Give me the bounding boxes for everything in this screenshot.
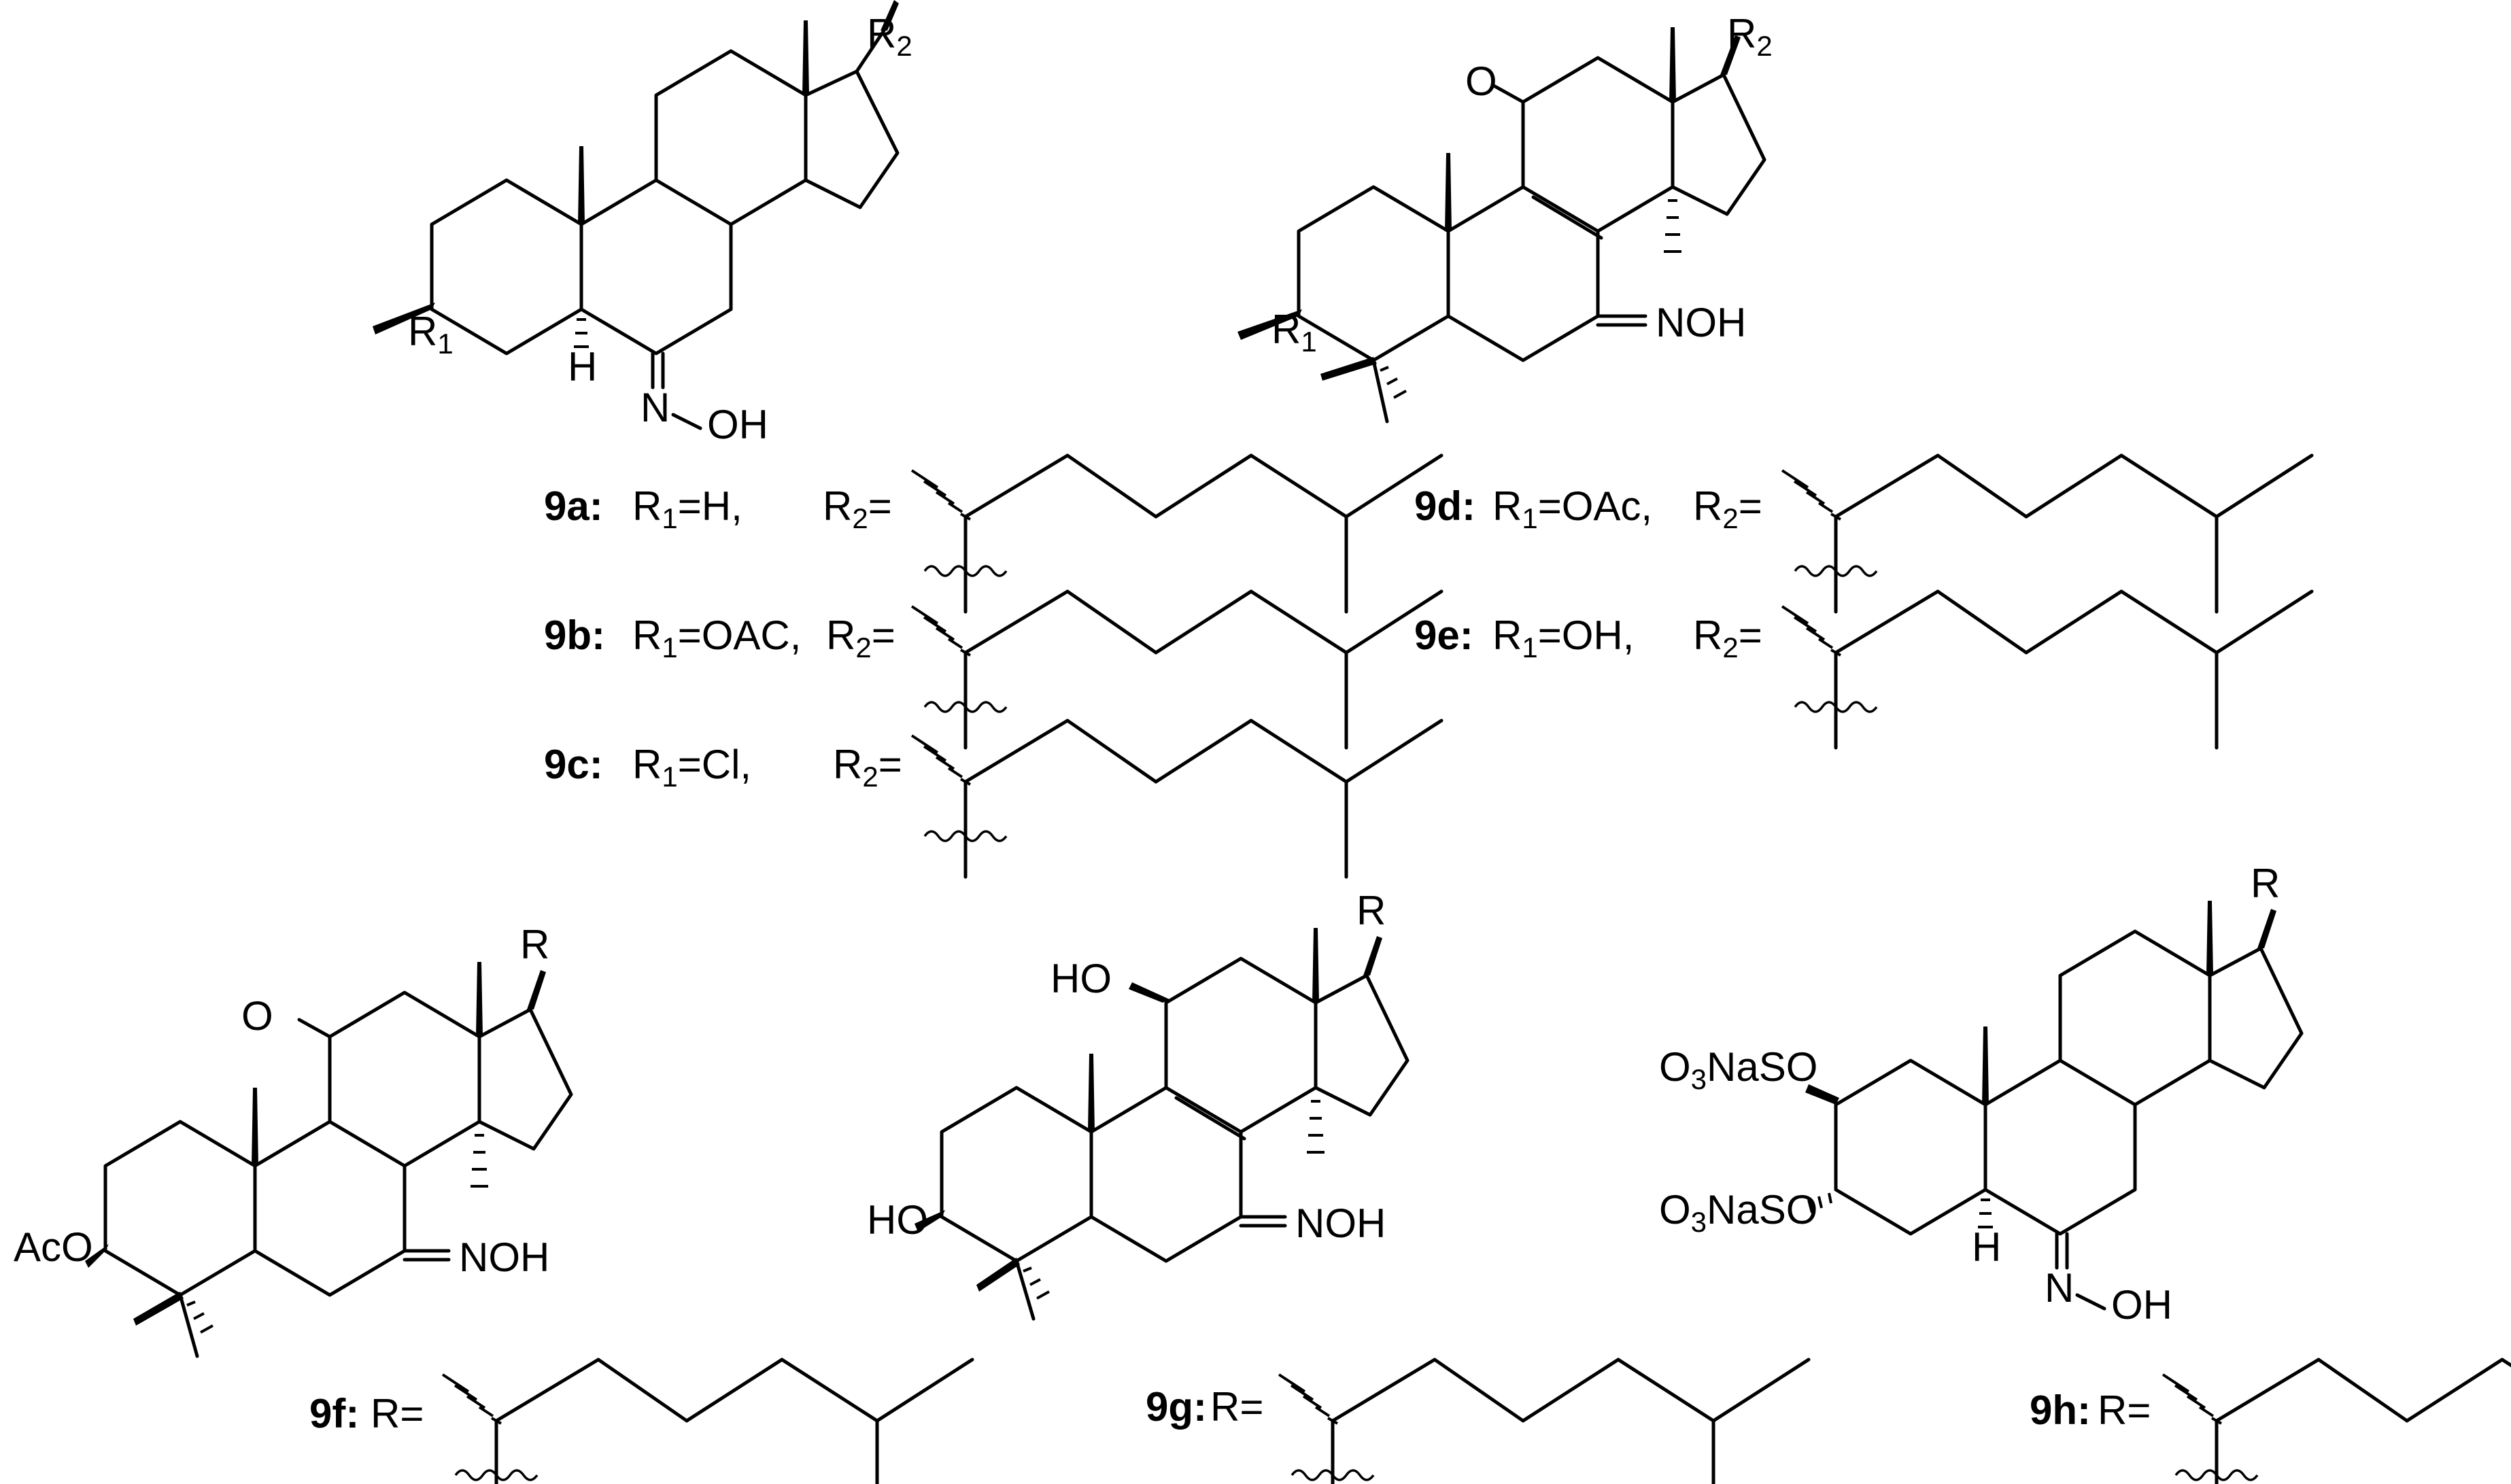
steroid-core-9h: R O3NaSO O3NaSO H N OH [1659, 861, 2304, 1328]
svg-text:R1=OAc,: R1=OAc, [1492, 483, 1652, 534]
steroid-core-9a-c: R2 R1 H N OH [373, 0, 912, 447]
svg-text:9h:: 9h: [2030, 1387, 2091, 1433]
sidechain-9h [2163, 1360, 2511, 1484]
noh-label: NOH [1656, 300, 1746, 345]
sulfate-2-label: O3NaSO [1659, 1044, 1817, 1095]
svg-text:R2=: R2= [1693, 612, 1762, 663]
h-label: H [568, 344, 597, 390]
caption-9d: 9d: R1=OAc, R2= [1414, 483, 1762, 534]
svg-text:R=: R= [1210, 1384, 1263, 1430]
r-label-g: R [1356, 888, 1386, 933]
sidechain-9a [912, 455, 1441, 612]
o-label-f: O [241, 993, 273, 1039]
caption-9f: 9f: R= [309, 1391, 424, 1436]
svg-text:R2=: R2= [1693, 483, 1762, 534]
sulfate-3-label: O3NaSO [1659, 1187, 1817, 1238]
caption-9a: 9a: R1=H, R2= [544, 483, 892, 534]
steroid-core-9d-e: O R2 R1 NOH [1237, 11, 1773, 424]
noh-label-g: NOH [1295, 1201, 1386, 1246]
r-label-f: R [520, 922, 549, 967]
o-label: O [1465, 58, 1497, 104]
h-label-h: H [1972, 1224, 2001, 1270]
sidechain-9e [1782, 591, 2312, 748]
sidechain-9d [1782, 455, 2312, 612]
caption-9c: 9c: R1=Cl, R2= [544, 742, 902, 793]
noh-label-f: NOH [459, 1235, 549, 1280]
sidechain-9c [912, 721, 1441, 877]
r1-label-d: R1 [1271, 307, 1317, 358]
svg-text:9g:: 9g: [1146, 1384, 1207, 1430]
svg-text:9c:: 9c: [544, 742, 603, 787]
svg-text:9a:: 9a: [544, 483, 603, 529]
aco-label: AcO [14, 1224, 93, 1270]
svg-text:R=: R= [2098, 1387, 2151, 1433]
n-label: N [640, 385, 670, 430]
caption-9g: 9g: R= [1146, 1384, 1263, 1430]
sidechain-9b [912, 591, 1441, 748]
svg-text:9f:: 9f: [309, 1391, 359, 1436]
r1-label: R1 [408, 309, 454, 360]
caption-9b: 9b: R1=OAC, R2= [544, 612, 895, 663]
svg-text:9d:: 9d: [1414, 483, 1475, 529]
steroid-core-9f: O R AcO NOH [14, 922, 573, 1358]
caption-9h: 9h: R= [2030, 1387, 2151, 1433]
ho-label-g11: HO [1050, 956, 1112, 1001]
svg-text:R1=OH,: R1=OH, [1492, 612, 1634, 663]
svg-text:R2=: R2= [826, 612, 895, 663]
svg-text:R1=H,: R1=H, [632, 483, 742, 534]
svg-text:R2=: R2= [833, 742, 902, 793]
svg-text:R1=Cl,: R1=Cl, [632, 742, 751, 793]
caption-9e: 9e: R1=OH, R2= [1414, 612, 1762, 663]
ho-label-g3: HO [867, 1197, 928, 1243]
svg-text:R=: R= [371, 1391, 424, 1436]
oh-label-h: OH [2111, 1282, 2172, 1328]
n-label-h: N [2045, 1265, 2074, 1311]
svg-text:9b:: 9b: [544, 612, 605, 658]
r2-label-d: R2 [1727, 11, 1773, 62]
svg-text:R1=OAC,: R1=OAC, [632, 612, 801, 663]
r-label-h: R [2251, 861, 2280, 906]
steroid-core-9g: HO R HO NOH [867, 888, 1410, 1321]
r2-label: R2 [867, 11, 912, 62]
sidechain-9f [443, 1360, 972, 1484]
sidechain-9g [1279, 1360, 1809, 1484]
svg-text:9e:: 9e: [1414, 612, 1473, 658]
oh-label: OH [707, 402, 768, 447]
svg-text:R2=: R2= [823, 483, 892, 534]
